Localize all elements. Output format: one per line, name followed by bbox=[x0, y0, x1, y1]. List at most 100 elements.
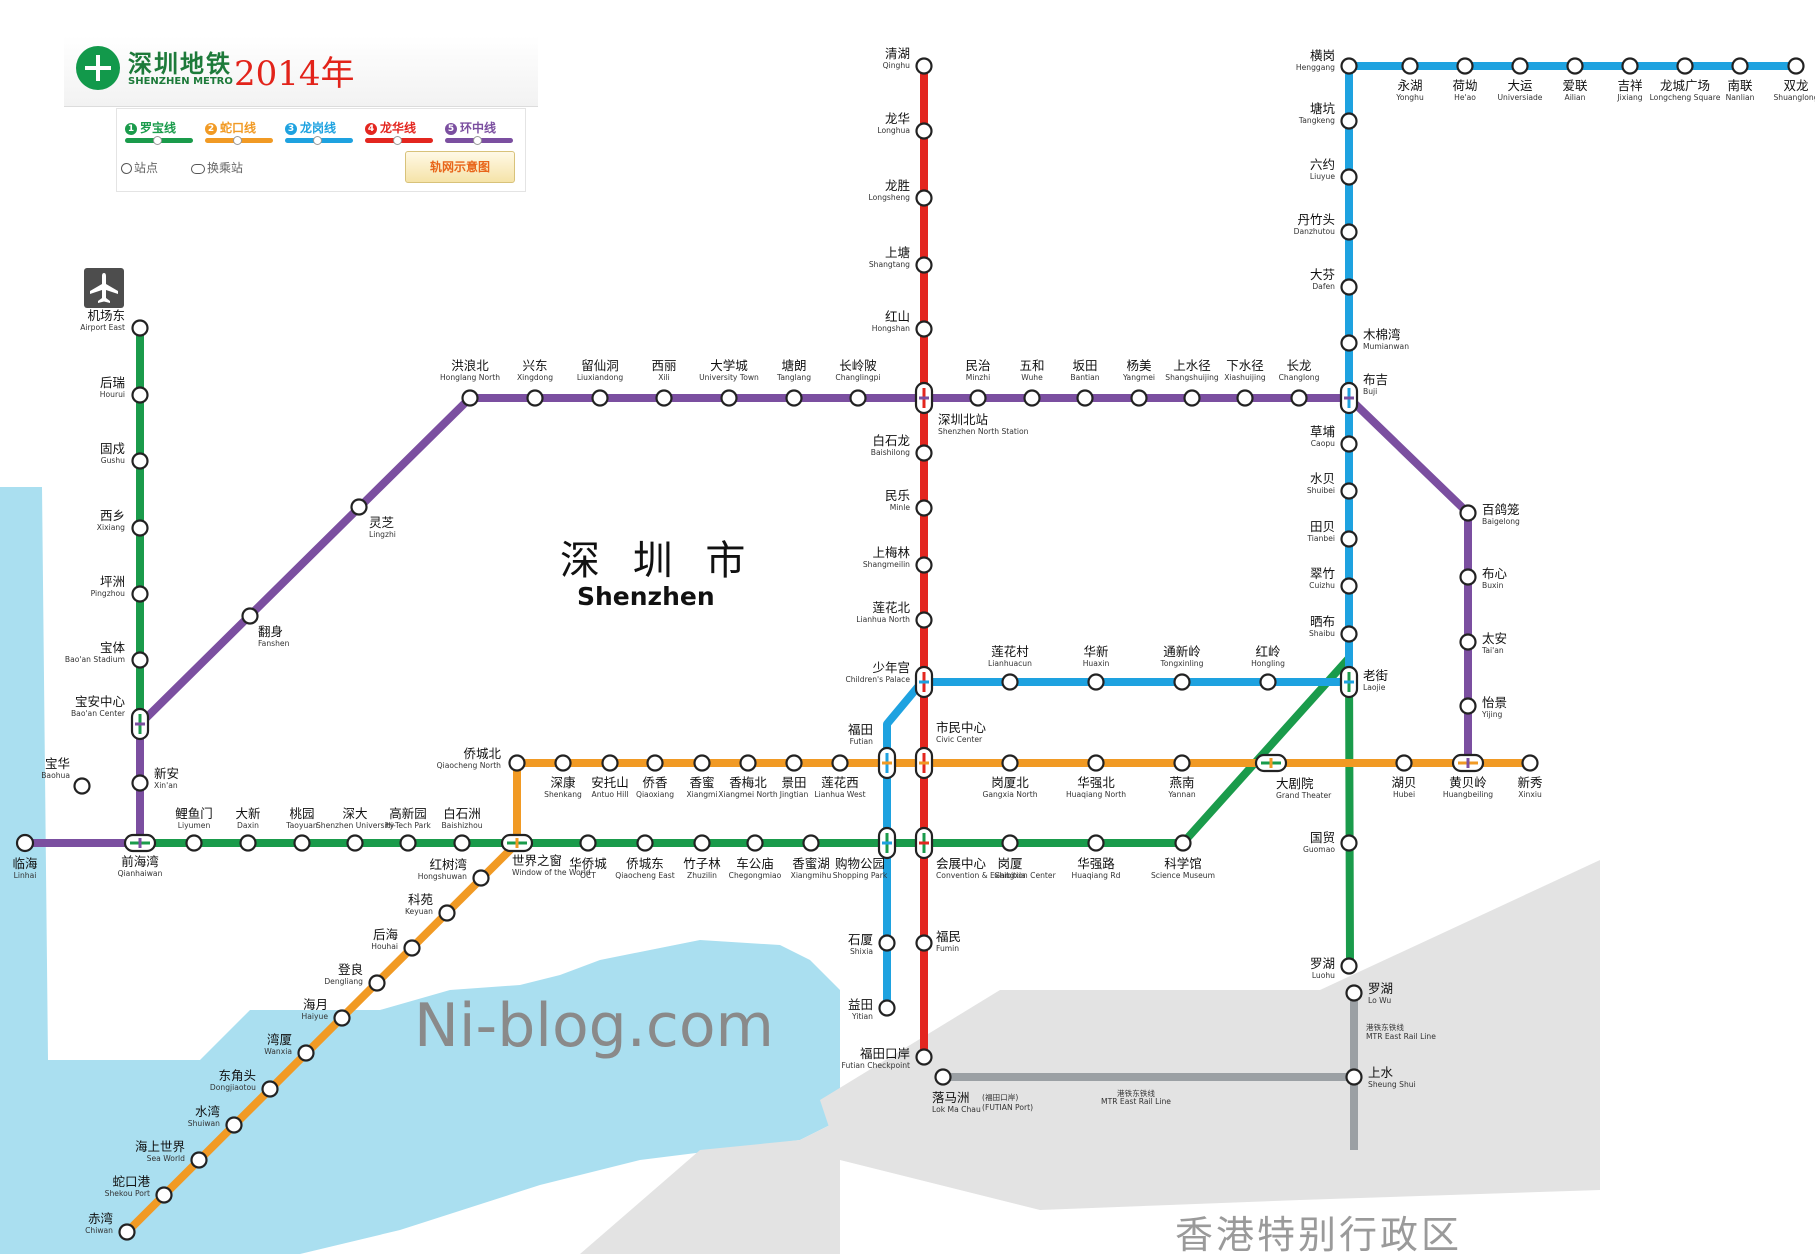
station-fumin bbox=[915, 934, 933, 952]
station-label-en-longcheng_square: Longcheng Square bbox=[1650, 93, 1721, 102]
station-xinxiu bbox=[1521, 754, 1539, 772]
airport-icon bbox=[84, 268, 124, 308]
station-label-en-chegongmiao: Chegongmiao bbox=[729, 871, 782, 880]
station-label-en-shuibei: Shuibei bbox=[1307, 486, 1335, 495]
station-futian_checkpoint bbox=[915, 1048, 933, 1066]
station-label-en-huaxin: Huaxin bbox=[1083, 659, 1110, 668]
station-bantian bbox=[1076, 389, 1094, 407]
station-lianhua_north bbox=[915, 611, 933, 629]
station-label-en-airport_east: Airport East bbox=[80, 323, 125, 332]
station-science_museum bbox=[1174, 834, 1192, 852]
city-name-en: Shenzhen bbox=[577, 582, 715, 611]
station-label-en-childrens_palace: Children's Palace bbox=[845, 675, 910, 684]
station-label-en-luohu: Luohu bbox=[1312, 971, 1335, 980]
station-label-en-jixiang: Jixiang bbox=[1616, 93, 1642, 102]
station-label-en-qiaocheng_north: Qiaocheng North bbox=[437, 761, 502, 770]
hong-kong-label: 香港特别行政区 bbox=[1175, 1213, 1462, 1254]
station-baohua bbox=[73, 777, 91, 795]
station-hongling bbox=[1259, 673, 1277, 691]
station-label-buji: 布吉 bbox=[1363, 372, 1388, 387]
station-label-convention_center: 会展中心 bbox=[936, 856, 987, 871]
station-label-en-jingtian: Jingtian bbox=[779, 790, 809, 799]
station-dafen bbox=[1340, 278, 1358, 296]
station-label-qiaocheng_east: 侨城东 bbox=[626, 856, 664, 871]
station-caopu bbox=[1340, 435, 1358, 453]
station-baishilong bbox=[915, 444, 933, 462]
station-mumianwan bbox=[1340, 334, 1358, 352]
station-label-yangmei: 杨美 bbox=[1126, 358, 1151, 373]
station-baishizhou bbox=[453, 834, 471, 852]
station-label-zhuzilin: 竹子林 bbox=[683, 856, 721, 871]
station-label-en-dafen: Dafen bbox=[1312, 282, 1335, 291]
station-airport_east bbox=[131, 319, 149, 337]
station-label-wanxia: 湾厦 bbox=[267, 1032, 292, 1047]
station-label-en-buxin: Buxin bbox=[1482, 581, 1504, 590]
station-label-dengliang: 登良 bbox=[338, 962, 363, 977]
station-label-tanglang: 塘朗 bbox=[781, 358, 806, 373]
station-label-dongjiaotou: 东角头 bbox=[218, 1068, 256, 1083]
station-label-gangxia_north: 岗厦北 bbox=[991, 775, 1029, 790]
station-label-en-mumianwan: Mumianwan bbox=[1363, 342, 1409, 351]
station-label-en-hitech_park: Hi-Tech Park bbox=[385, 821, 431, 830]
station-label-shuibei: 水贝 bbox=[1310, 471, 1335, 486]
station-minzhi bbox=[969, 389, 987, 407]
station-label-en-changlingpi: Changlingpi bbox=[835, 373, 880, 382]
station-haiyue bbox=[333, 1009, 351, 1027]
station-university_town bbox=[720, 389, 738, 407]
station-luohu bbox=[1340, 957, 1358, 975]
station-shaibu bbox=[1340, 625, 1358, 643]
station-xiangmei_north bbox=[739, 754, 757, 772]
station-universiade bbox=[1511, 57, 1529, 75]
station-label-en-linhai: Linhai bbox=[14, 871, 37, 880]
station-label-yonghu: 永湖 bbox=[1397, 78, 1422, 93]
station-label-lianhua_north: 莲花北 bbox=[872, 600, 910, 615]
station-label-dafen: 大芬 bbox=[1310, 267, 1336, 282]
hong-kong-land-west bbox=[580, 1120, 840, 1254]
line-1-number-icon: 1 bbox=[125, 122, 137, 135]
station-label-xinxiu: 新秀 bbox=[1517, 775, 1543, 790]
station-oct bbox=[579, 834, 597, 852]
station-label-changlong: 长龙 bbox=[1286, 358, 1311, 373]
geography-layer bbox=[0, 487, 1600, 1254]
station-label-shangtang: 上塘 bbox=[885, 245, 910, 260]
station-label-en-ailian: Ailian bbox=[1565, 93, 1586, 102]
station-chiwan bbox=[118, 1223, 136, 1241]
station-label-en-baishilong: Baishilong bbox=[871, 448, 910, 457]
logo-bar: 深圳地铁 SHENZHEN METRO 2014年 bbox=[64, 36, 538, 107]
station-label-en-keyuan: Keyuan bbox=[405, 907, 433, 916]
station-label-huangbeiling: 黄贝岭 bbox=[1449, 775, 1487, 790]
station-label-hitech_park: 高新园 bbox=[389, 806, 427, 821]
station-label-en-convention_center: Convention & Exhibition Center bbox=[936, 871, 1057, 880]
station-lianhuacun bbox=[1001, 673, 1019, 691]
station-label-en-grand_theater: Grand Theater bbox=[1276, 791, 1332, 800]
station-label-shaibu: 晒布 bbox=[1310, 614, 1335, 629]
station-heao bbox=[1456, 57, 1474, 75]
station-honglang_north bbox=[461, 389, 479, 407]
station-label-xili: 西丽 bbox=[651, 358, 676, 373]
station-label-heao: 荷坳 bbox=[1452, 78, 1477, 93]
station-label-childrens_palace: 少年宫 bbox=[872, 660, 910, 675]
station-label-lianhuacun: 莲花村 bbox=[991, 644, 1029, 659]
network-diagram-button[interactable]: 轨网示意图 bbox=[405, 151, 515, 183]
station-xinan bbox=[131, 774, 149, 792]
station-label-shuiwan: 水湾 bbox=[195, 1104, 220, 1119]
station-label-daxin: 大新 bbox=[235, 806, 260, 821]
lok-ma-chau-note-en: (FUTIAN Port) bbox=[982, 1103, 1033, 1112]
station-gangxia_north bbox=[1001, 754, 1019, 772]
station-label-longsheng: 龙胜 bbox=[885, 178, 910, 193]
station-xiashuijing bbox=[1236, 389, 1254, 407]
station-label-en-futian: Futian bbox=[850, 737, 874, 746]
station-label-baohua: 宝华 bbox=[45, 756, 70, 771]
station-label-en-shekou_port: Shekou Port bbox=[105, 1189, 150, 1198]
station-label-en-university_town: University Town bbox=[699, 373, 759, 382]
station-label-en-liuxiandong: Liuxiandong bbox=[577, 373, 624, 382]
line-2-track bbox=[123, 759, 1534, 1236]
station-qinghu bbox=[915, 57, 933, 75]
station-label-liyumen: 鲤鱼门 bbox=[175, 806, 213, 821]
station-label-en-shenzhen_university: Shenzhen University bbox=[316, 821, 395, 830]
station-label-en-xinxiu: Xinxiu bbox=[1518, 790, 1542, 799]
station-hourui bbox=[131, 386, 149, 404]
station-label-sheung_shui: 上水 bbox=[1368, 1065, 1394, 1080]
